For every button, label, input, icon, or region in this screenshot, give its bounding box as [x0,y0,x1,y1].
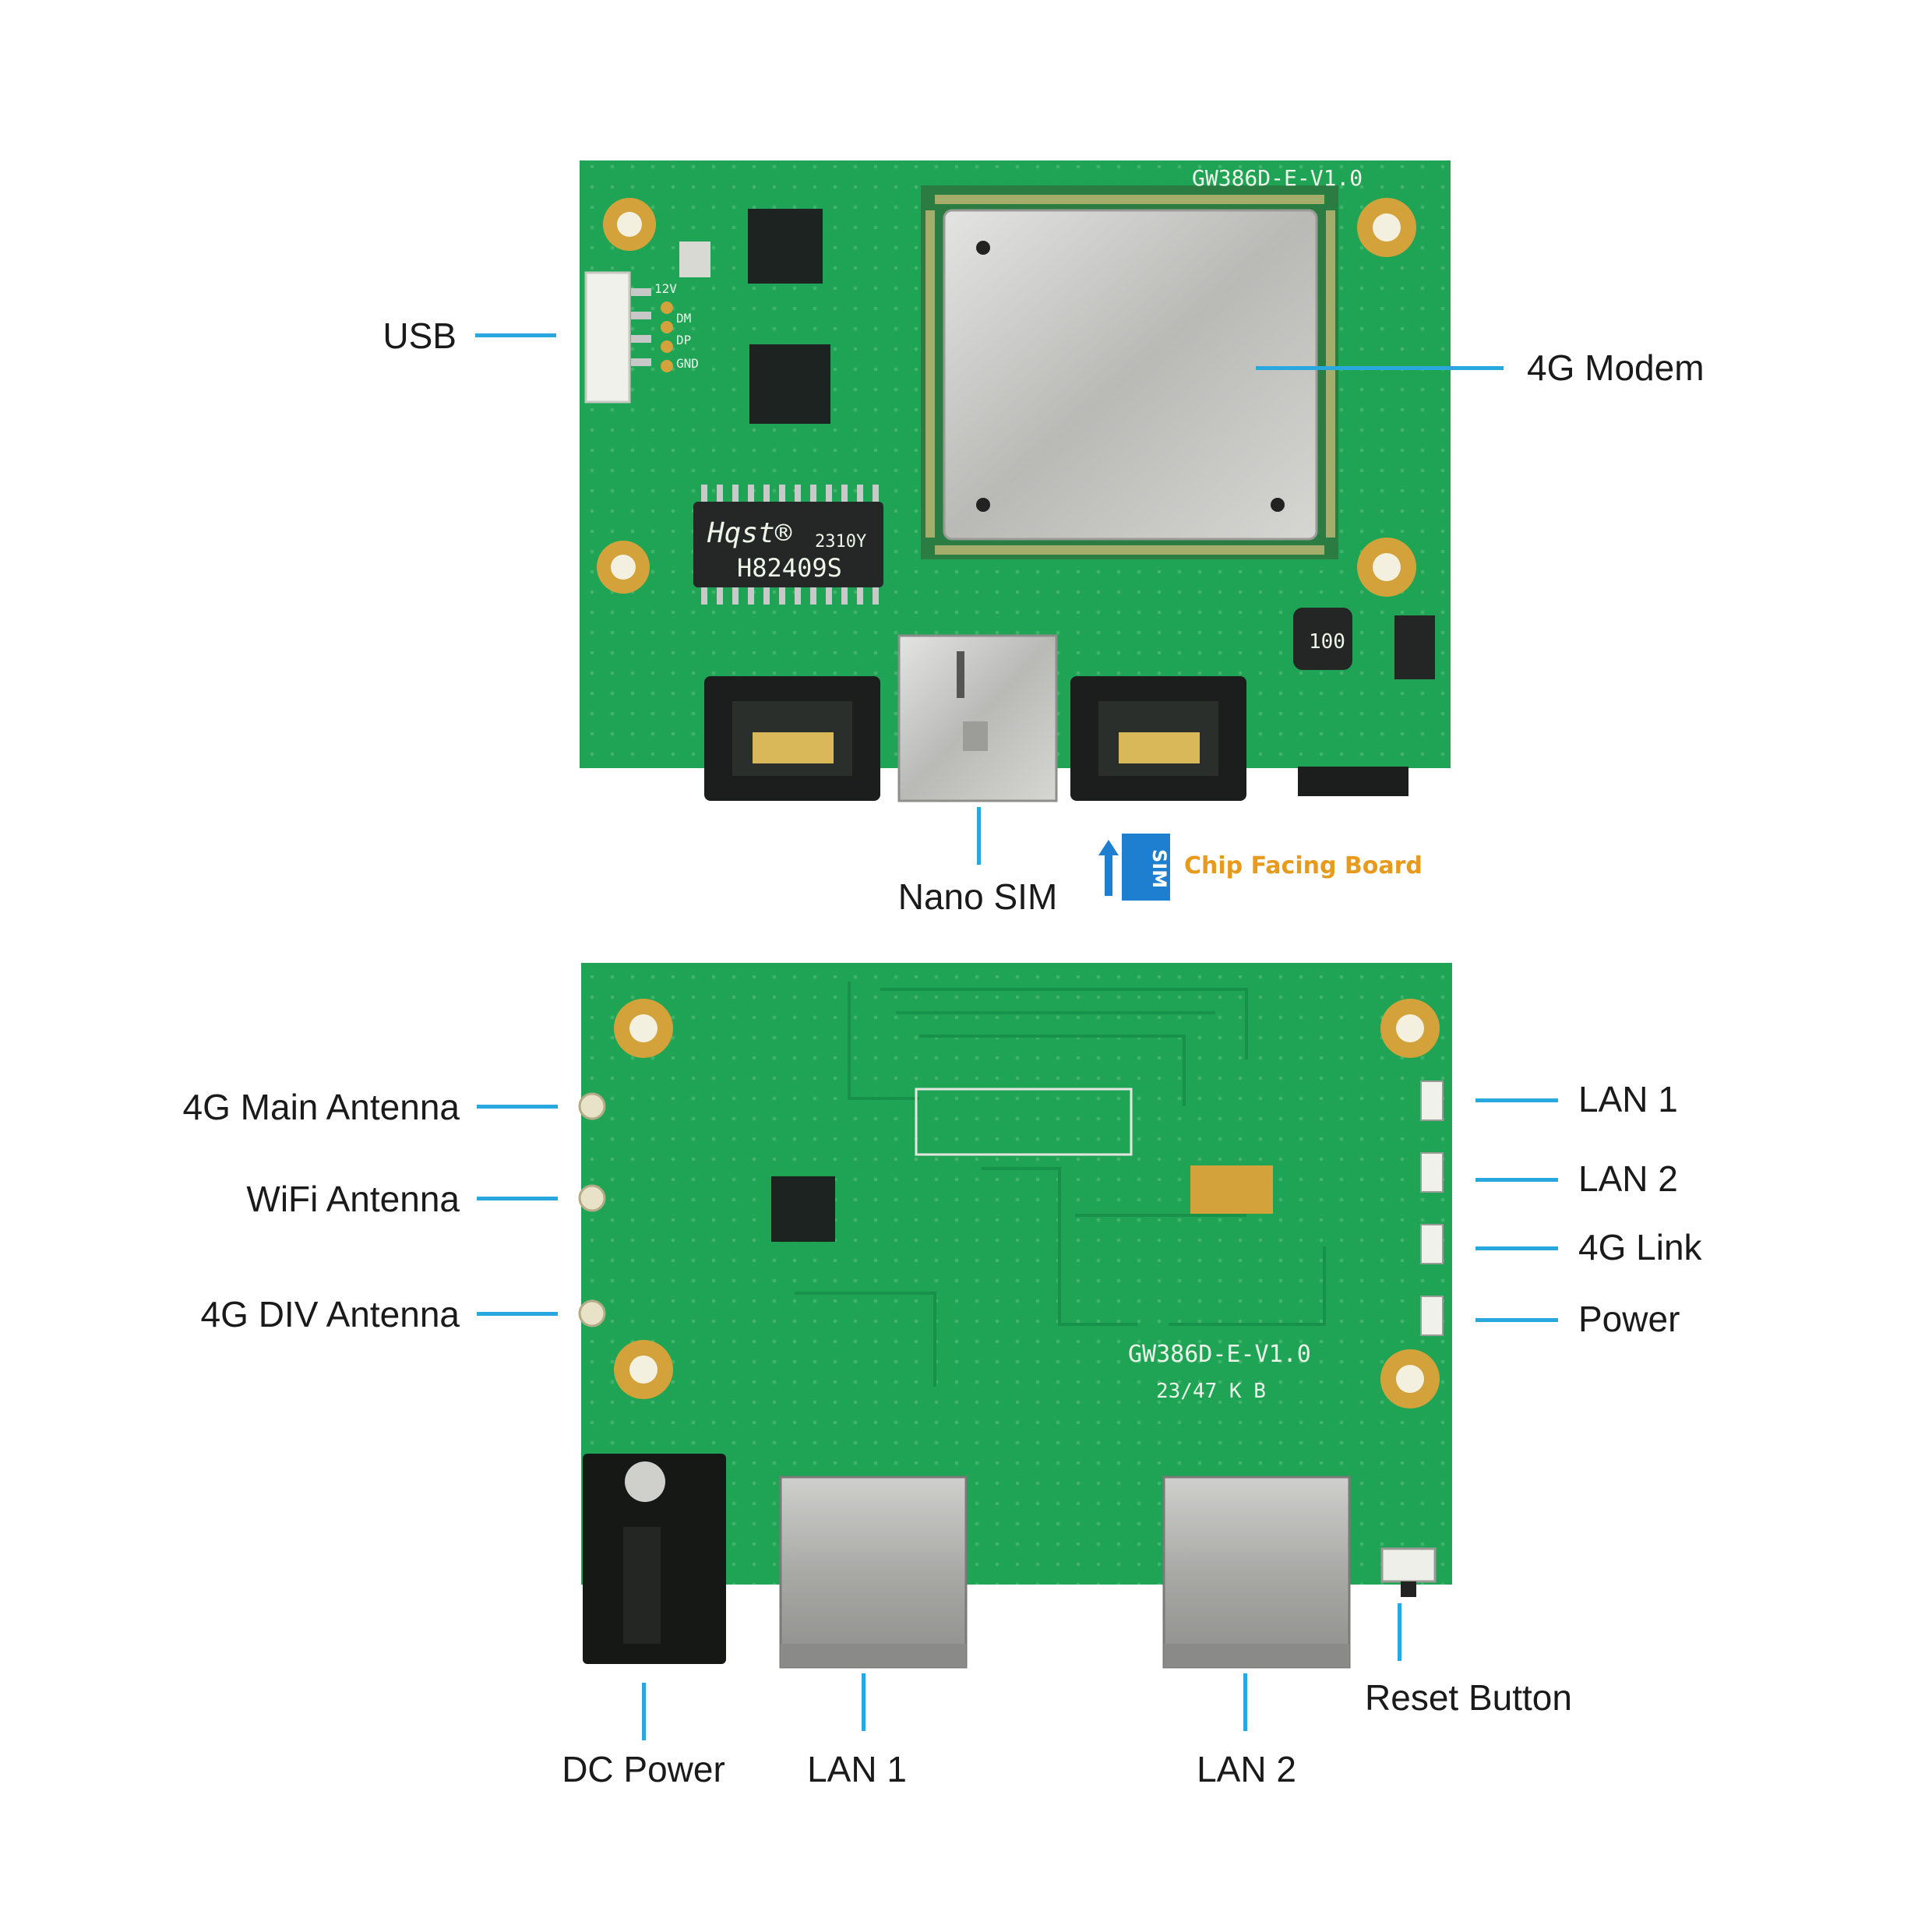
ethernet-phy-chip [749,344,830,424]
leader-wifi-antenna [477,1197,558,1200]
reset-button [1380,1547,1437,1597]
label-4g-div-antenna: 4G DIV Antenna [200,1294,460,1334]
leader-4g-div-antenna [477,1312,558,1316]
pcb-traces [795,982,1326,1387]
bottom-date-code: 23/47 K B [1156,1380,1266,1403]
power-inductor [1293,608,1352,670]
leader-lan1-port [862,1673,866,1731]
bottom-silkscreen-model: GW386D-E-V1.0 [1128,1341,1311,1368]
label-led-4g-link: 4G Link [1578,1227,1702,1267]
leader-led-lan2 [1475,1178,1558,1182]
label-reset-button: Reset Button [1365,1677,1572,1718]
top-board: GW386D-E-V1.0 Hqst® 2310Y H82409S 100 12… [580,160,1451,802]
dc-power-jack [583,1454,726,1664]
mounting-hole [1357,198,1416,257]
leader-4g-main-antenna [477,1105,558,1109]
wifi-antenna-connector [578,1184,606,1212]
transformer-brand: Hqst® [707,517,792,549]
main-antenna-connector [578,1092,606,1120]
leader-led-power [1475,1318,1558,1322]
label-4g-main-antenna: 4G Main Antenna [182,1087,460,1127]
leader-led-lan1 [1475,1098,1558,1102]
label-nano-sim: Nano SIM [897,876,1058,917]
sim-hint-text: Chip Facing Board [1184,852,1423,880]
label-led-power: Power [1578,1299,1680,1339]
mounting-hole [614,1340,673,1399]
mounting-hole [614,999,673,1058]
label-wifi-antenna: WiFi Antenna [246,1179,460,1219]
label-lan1-port: LAN 1 [807,1749,907,1789]
usb-pin-pads [661,301,673,372]
inductor-mark: 100 [1309,630,1345,654]
sim-card-icon [1122,834,1170,901]
label-usb: USB [383,316,457,356]
mounting-hole [1357,538,1416,597]
rj45-jack-lan1 [779,1475,968,1669]
bottom-board: GW386D-E-V1.0 23/47 K B [578,963,1452,1669]
ethernet-transformer [693,485,883,605]
leader-usb [475,333,556,337]
sim-slot [897,634,1058,802]
leader-nano-sim [977,807,981,865]
label-lan2-port: LAN 2 [1197,1749,1296,1789]
wifi-chip [771,1176,835,1242]
arrow-up-icon [1098,840,1119,896]
mounting-hole [1380,999,1440,1058]
connector-block [1298,767,1408,796]
usb-pin-dm: DM [676,311,691,326]
div-antenna-connector [578,1299,606,1327]
sim-badge-text: SIM [1148,849,1170,888]
rj45-port-top-left [704,676,880,801]
diode [1394,615,1435,679]
mounting-hole [603,198,656,251]
usb-pin-12v: 12V [654,281,677,296]
controller-chip [748,209,823,284]
usb-pin-gnd: GND [676,356,699,371]
transformer-part: H82409S [737,553,842,583]
sim-orientation-hint: SIM [1098,834,1170,901]
modem-module [921,185,1338,559]
label-4g-modem: 4G Modem [1527,347,1705,388]
rj45-jack-lan2 [1162,1475,1351,1669]
leader-dc-power [642,1683,646,1740]
label-led-lan1: LAN 1 [1578,1079,1678,1119]
label-led-lan2: LAN 2 [1578,1158,1678,1199]
crystal [679,242,710,277]
rj45-port-top-right [1070,676,1246,801]
gold-pad-array [1190,1165,1273,1214]
mounting-hole [597,541,650,594]
leader-4g-modem [1256,366,1504,370]
connector-footprint [915,1088,1133,1156]
mounting-hole [1380,1349,1440,1408]
transformer-code: 2310Y [815,532,866,552]
usb-pin-dp: DP [676,333,691,347]
leader-lan2-port [1243,1673,1247,1731]
top-silkscreen-model: GW386D-E-V1.0 [1192,165,1363,191]
usb-connector [584,271,651,404]
led-indicators [1420,1081,1444,1336]
leader-reset-button [1398,1603,1401,1661]
leader-led-4g-link [1475,1246,1558,1250]
label-dc-power: DC Power [562,1749,725,1789]
